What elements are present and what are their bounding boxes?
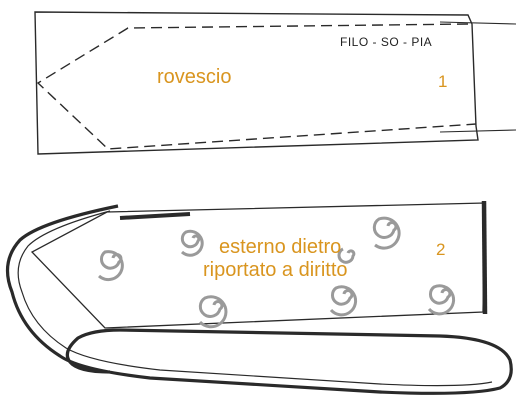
swirl-print: [97, 250, 124, 282]
piece-1-number: 1: [438, 72, 448, 91]
piece-2-strap-loop-inner: [17, 210, 493, 387]
piece-2: [5, 200, 513, 395]
piece-1-bottom-extension: [439, 129, 517, 133]
piece-1-brand-label: FILO - SO - PIA: [340, 35, 433, 49]
piece-2-title-line-1: esterno dietro: [219, 236, 342, 258]
swirl-print: [337, 247, 356, 264]
swirl-print: [372, 216, 401, 250]
piece-2-number: 2: [436, 240, 446, 259]
piece-1-title: rovescio: [157, 66, 232, 88]
piece-2-strap-loop: [5, 204, 513, 395]
swirl-print: [427, 284, 456, 316]
piece-1-outline: [34, 11, 479, 155]
piece-2-top-binding: [119, 212, 191, 220]
piece-2-title-line-2: riportato a diritto: [203, 259, 348, 281]
piece-2-right-edge: [481, 200, 488, 315]
swirl-print: [180, 229, 204, 257]
piece-1-seam-line: [36, 23, 477, 150]
piece-1-top-extension: [439, 21, 517, 25]
piece-1: [34, 11, 517, 155]
piece-2-swirl-prints: [97, 216, 456, 329]
swirl-print: [329, 285, 358, 317]
swirl-print: [198, 295, 228, 329]
